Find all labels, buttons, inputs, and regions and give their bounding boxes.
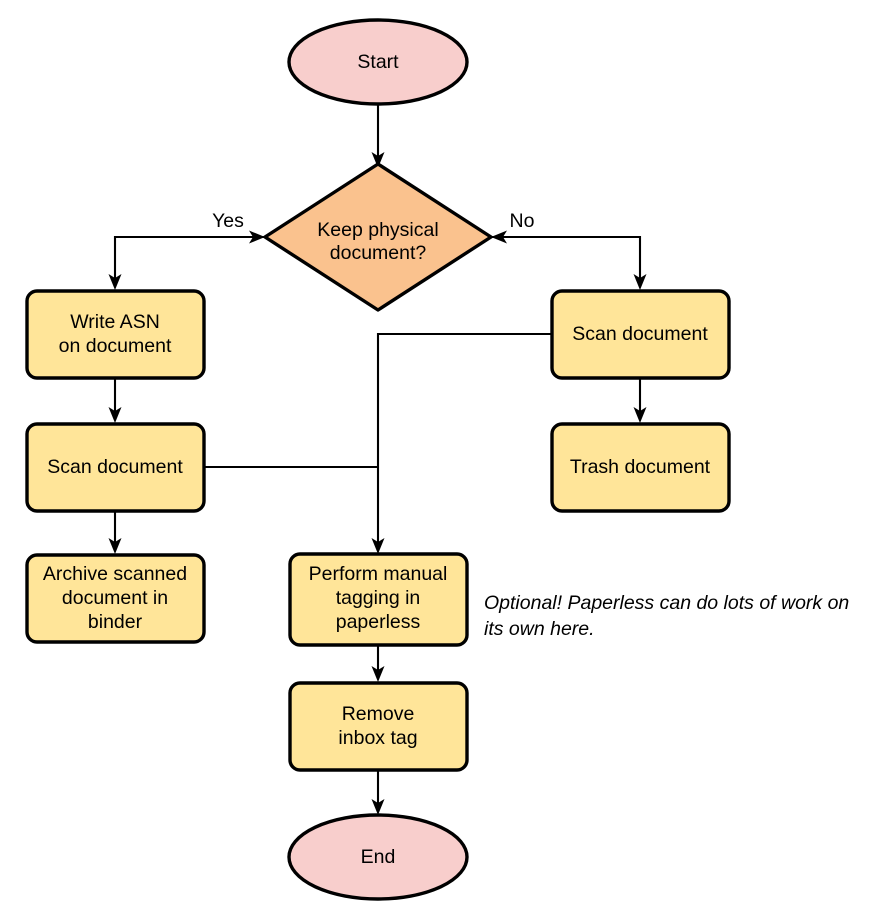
edge-line-no [492,235,642,278]
scan-document-right-box-shape[interactable] [550,289,731,380]
edges-layer: Yes No [108,105,647,815]
remove-inbox-tag-label-line1: Remove [342,703,415,725]
edge-scan-right-to-trash [633,378,647,423]
archive-label-line3: binder [88,611,143,633]
write-asn-label-line1: Write ASN [70,311,160,333]
write-asn-label-line2: on document [59,335,172,357]
edge-scan-right-to-tagging [371,332,551,554]
node-scan-document-left[interactable]: Scan document [25,422,206,513]
edge-line-yes [113,235,264,278]
edge-line-scanright-tagging [376,332,551,543]
node-write-asn-on-document[interactable]: Write ASN on document [25,289,206,380]
start-label: Start [357,51,399,73]
arrowhead-merge-into-tagging [371,538,385,554]
node-start[interactable]: Start [287,18,469,106]
archive-label-line2: document in [62,587,168,609]
trash-document-label: Trash document [570,456,711,478]
node-trash-document[interactable]: Trash document [550,422,731,513]
node-remove-inbox-tag[interactable]: Remove inbox tag [288,681,469,772]
node-end[interactable]: End [287,813,469,901]
trash-document-box-shape[interactable] [550,422,731,513]
arrowhead-scanleft-archive [108,538,122,554]
decision-diamond-shape[interactable] [263,162,493,312]
decision-label-line2: document? [330,242,427,264]
node-perform-manual-tagging[interactable]: Perform manual tagging in paperless [288,552,469,647]
start-ellipse-shape[interactable] [287,18,469,106]
archive-label-line1: Archive scanned [43,563,187,585]
scan-document-left-label: Scan document [47,456,183,478]
edge-write-asn-to-scan-left [108,378,122,423]
arrowhead-no-into-decision [491,230,507,244]
edge-decision-to-scan-right: No [491,210,647,290]
remove-inbox-tag-label-line2: inbox tag [338,727,417,749]
scan-document-right-label: Scan document [572,323,708,345]
arrowhead-yes-into-decision [249,230,265,244]
edge-label-yes: Yes [212,210,244,232]
node-archive-scanned-document[interactable]: Archive scanned document in binder [25,553,206,644]
tagging-label-line2: tagging in [336,587,421,609]
arrowhead-removetag-end [371,799,385,815]
arrowhead-no-into-scan-right [633,274,647,290]
write-asn-box-shape[interactable] [25,289,206,380]
tagging-label-line1: Perform manual [309,563,448,585]
arrowhead-tagging-removetag [371,666,385,682]
end-ellipse-shape[interactable] [287,813,469,901]
annotation-optional-note: Optional! Paperless can do lots of work … [484,592,849,640]
arrowhead-start-decision [371,152,385,168]
arrowhead-scanright-trash [633,407,647,423]
optional-note-line1: Optional! Paperless can do lots of work … [484,592,849,614]
tagging-box-shape[interactable] [288,552,469,647]
optional-note-line2: its own here. [484,618,595,640]
archive-box-shape[interactable] [25,553,206,644]
edge-start-to-decision [371,105,385,168]
scan-document-left-box-shape[interactable] [25,422,206,513]
edge-label-no: No [510,210,535,232]
end-label: End [361,846,396,868]
edge-scan-left-to-archive [108,511,122,554]
edge-decision-to-write-asn: Yes [108,210,265,290]
node-scan-document-right[interactable]: Scan document [550,289,731,380]
node-decision-keep-physical-document[interactable]: Keep physical document? [263,162,493,312]
edge-tagging-to-remove-tag [371,645,385,682]
decision-label-line1: Keep physical [317,219,438,241]
edge-remove-tag-to-end [371,771,385,815]
remove-inbox-tag-box-shape[interactable] [288,681,469,772]
nodes-layer: Start Keep physical document? Write ASN … [25,18,731,901]
arrowhead-yes-into-write-asn [108,274,122,290]
tagging-label-line3: paperless [336,611,421,633]
arrowhead-writeasn-scanleft [108,407,122,423]
